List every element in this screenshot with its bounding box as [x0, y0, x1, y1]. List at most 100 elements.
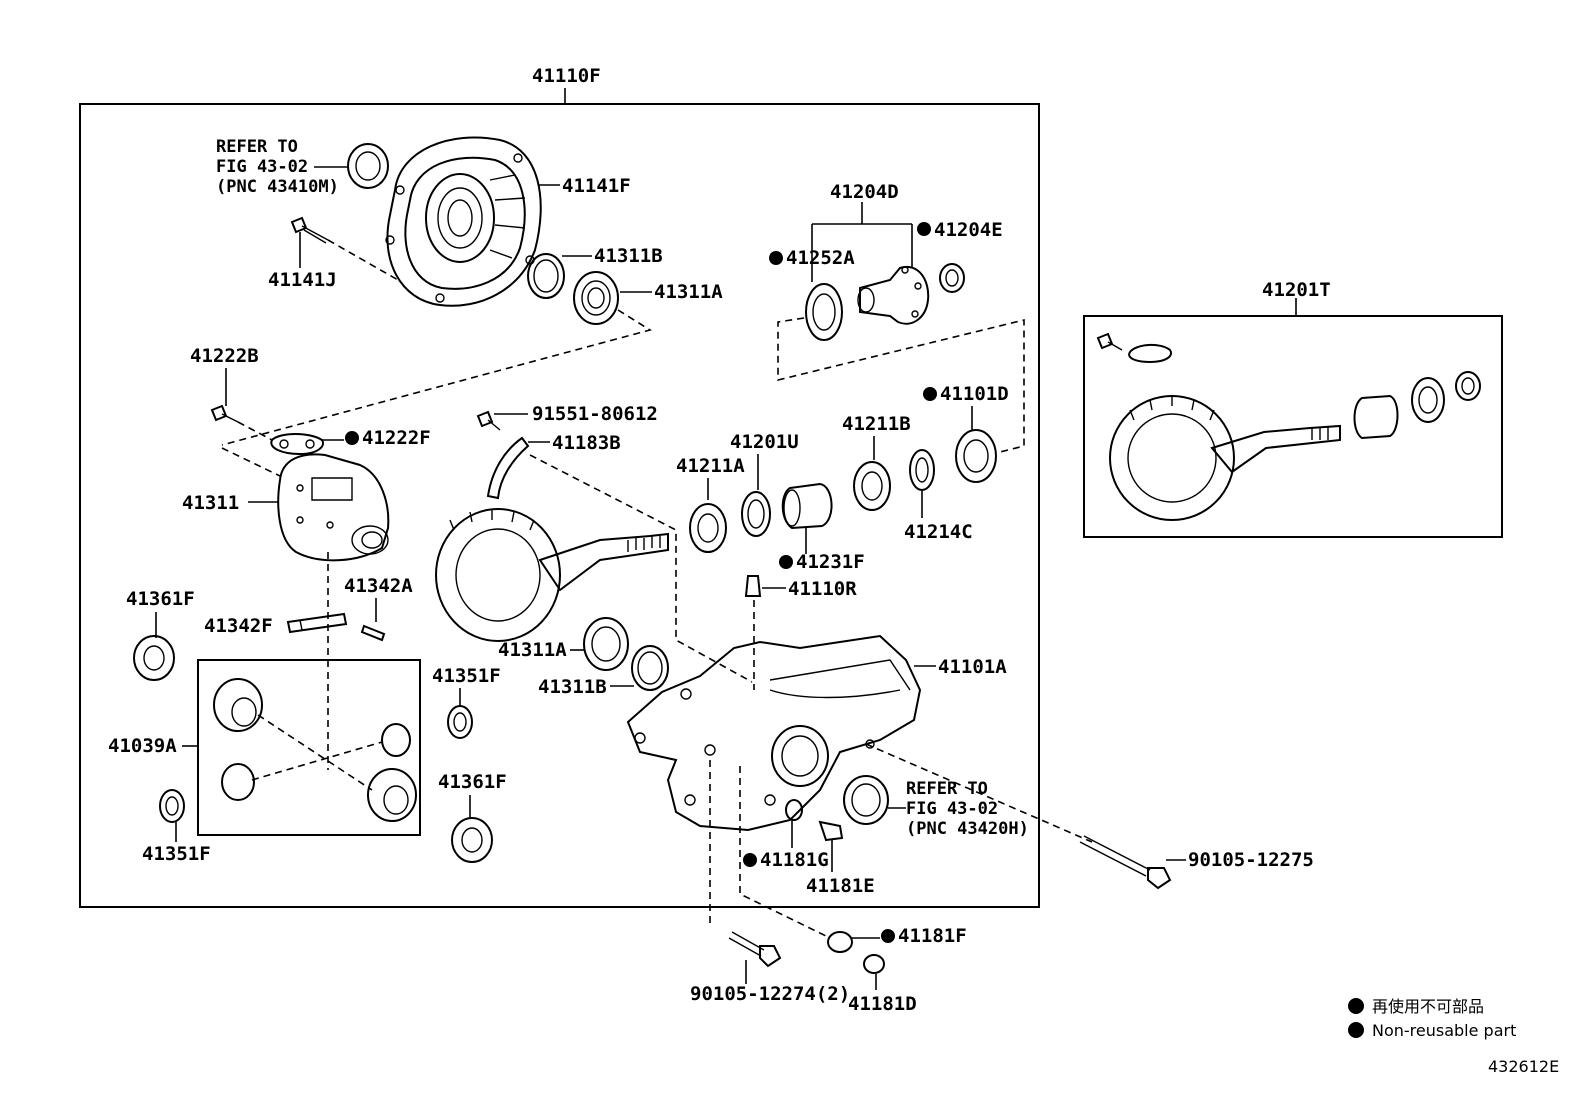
shim-41311B-top [527, 253, 565, 299]
label-41342F[interactable]: 41342F [204, 615, 273, 637]
oil-seal-ref-top [347, 143, 389, 189]
gasket-41181F [827, 931, 853, 953]
diff-case-41311 [277, 453, 390, 562]
dash-41222B [237, 421, 273, 441]
label-41201T[interactable]: 41201T [1262, 279, 1331, 301]
label-41342A[interactable]: 41342A [344, 575, 413, 597]
bearing-41311A-top [573, 271, 619, 325]
main-assembly-frame [79, 103, 1040, 908]
reference-top-line3: (PNC 43410M) [216, 177, 339, 197]
reference-bottom-line1: REFER TO [906, 779, 988, 799]
nut-41204E [939, 263, 965, 293]
label-41211A[interactable]: 41211A [676, 455, 745, 477]
label-41222F[interactable]: 41222F [362, 427, 431, 449]
bolt-90105-12275 [1079, 835, 1172, 890]
oil-seal-41252A [805, 283, 843, 341]
label-41351F-right[interactable]: 41351F [432, 665, 501, 687]
pinion-shaft-41342F [286, 612, 348, 634]
figure-code: 432612E [1488, 1057, 1559, 1076]
companion-flange [857, 265, 930, 325]
differential-gear-frame [197, 659, 421, 836]
ring-pinion-set-41201T [1096, 332, 1481, 521]
reference-bottom-line3: (PNC 43420H) [906, 819, 1029, 839]
label-41311B-mid[interactable]: 41311B [538, 676, 607, 698]
label-41311B-top[interactable]: 41311B [594, 245, 663, 267]
side-gear-top-left [213, 678, 263, 732]
dash-41181F [739, 766, 827, 937]
label-41204D[interactable]: 41204D [830, 181, 899, 203]
dash-41183B [529, 454, 753, 683]
label-41181D[interactable]: 41181D [848, 993, 917, 1015]
label-90105-12274[interactable]: 90105-12274(2) [690, 983, 850, 1005]
label-41110F[interactable]: 41110F [532, 65, 601, 87]
label-41311[interactable]: 41311 [182, 492, 239, 514]
spacer-41231F [781, 482, 833, 530]
bolt-41222B [210, 404, 239, 423]
label-90105-12275[interactable]: 90105-12275 [1188, 849, 1314, 871]
label-41211B[interactable]: 41211B [842, 413, 911, 435]
label-41039A[interactable]: 41039A [108, 735, 177, 757]
nonreusable-dot-41252A [769, 251, 783, 265]
legend-dot-english [1348, 1022, 1364, 1038]
carrier-housing-41101A [626, 634, 922, 832]
washer-41351F-right [447, 705, 473, 739]
label-41201U[interactable]: 41201U [730, 431, 799, 453]
legend-dot-japanese [1348, 998, 1364, 1014]
label-41204E[interactable]: 41204E [934, 219, 1003, 241]
label-41311A-top[interactable]: 41311A [654, 281, 723, 303]
pinion-gear-top-right [381, 723, 411, 757]
nonreusable-dot-41231F [779, 555, 793, 569]
nonreusable-dot-41181F [881, 929, 895, 943]
oil-deflector-41183B [486, 436, 530, 500]
bearing-41211A [689, 503, 727, 553]
dash-gear-diagonal-2 [251, 741, 383, 781]
bolt-41141J [290, 216, 329, 244]
washer-41361F-bottom [451, 817, 493, 863]
label-41361F-top[interactable]: 41361F [126, 588, 195, 610]
reference-top-line2: FIG 43-02 [216, 157, 308, 177]
label-41141J[interactable]: 41141J [268, 269, 337, 291]
label-41181E[interactable]: 41181E [806, 875, 875, 897]
label-91551-80612[interactable]: 91551-80612 [532, 403, 658, 425]
label-41231F[interactable]: 41231F [796, 551, 865, 573]
label-41311A-mid[interactable]: 41311A [498, 639, 567, 661]
label-41361F-bottom[interactable]: 41361F [438, 771, 507, 793]
side-gear-bottom-right [367, 768, 417, 822]
label-41222B[interactable]: 41222B [190, 345, 259, 367]
pin-41342A [360, 624, 386, 642]
label-41181F[interactable]: 41181F [898, 925, 967, 947]
bolt-90105-12274 [728, 931, 782, 968]
dash-41311-top [221, 447, 281, 477]
reference-bottom-line2: FIG 43-02 [906, 799, 998, 819]
pinion-gear-bottom-left [221, 763, 255, 801]
lock-plate-41222F [270, 433, 324, 456]
plug-41181D [863, 954, 885, 974]
label-41101D[interactable]: 41101D [940, 383, 1009, 405]
washer-41214C [909, 449, 935, 491]
legend-japanese: 再使用不可部品 [1372, 997, 1484, 1016]
bearing-41311A-mid [583, 617, 629, 671]
washer-41361F-top [133, 635, 175, 681]
ring-gear-pinion [435, 508, 669, 642]
nonreusable-dot-41222F [345, 431, 359, 445]
plug-41181E [818, 820, 844, 842]
label-41183B[interactable]: 41183B [552, 432, 621, 454]
label-41110R[interactable]: 41110R [788, 578, 857, 600]
reference-note-top: REFER TO FIG 43-02 (PNC 43410M) [216, 137, 339, 197]
label-41214C[interactable]: 41214C [904, 521, 973, 543]
nonreusable-dot-41101D [923, 387, 937, 401]
bearing-41211B [853, 461, 891, 511]
label-41141F[interactable]: 41141F [562, 175, 631, 197]
label-41181G[interactable]: 41181G [760, 849, 829, 871]
dash-pinion-group [777, 317, 1025, 453]
oil-seal-41101D [955, 429, 997, 483]
reference-top-line1: REFER TO [216, 137, 298, 157]
ring-pinion-frame [1083, 315, 1503, 538]
legend-english: Non-reusable part [1372, 1021, 1516, 1040]
label-41351F-left[interactable]: 41351F [142, 843, 211, 865]
bolt-91551-80612 [476, 410, 501, 431]
label-41101A[interactable]: 41101A [938, 656, 1007, 678]
dash-gear-diagonal-1 [257, 714, 373, 791]
label-41252A[interactable]: 41252A [786, 247, 855, 269]
